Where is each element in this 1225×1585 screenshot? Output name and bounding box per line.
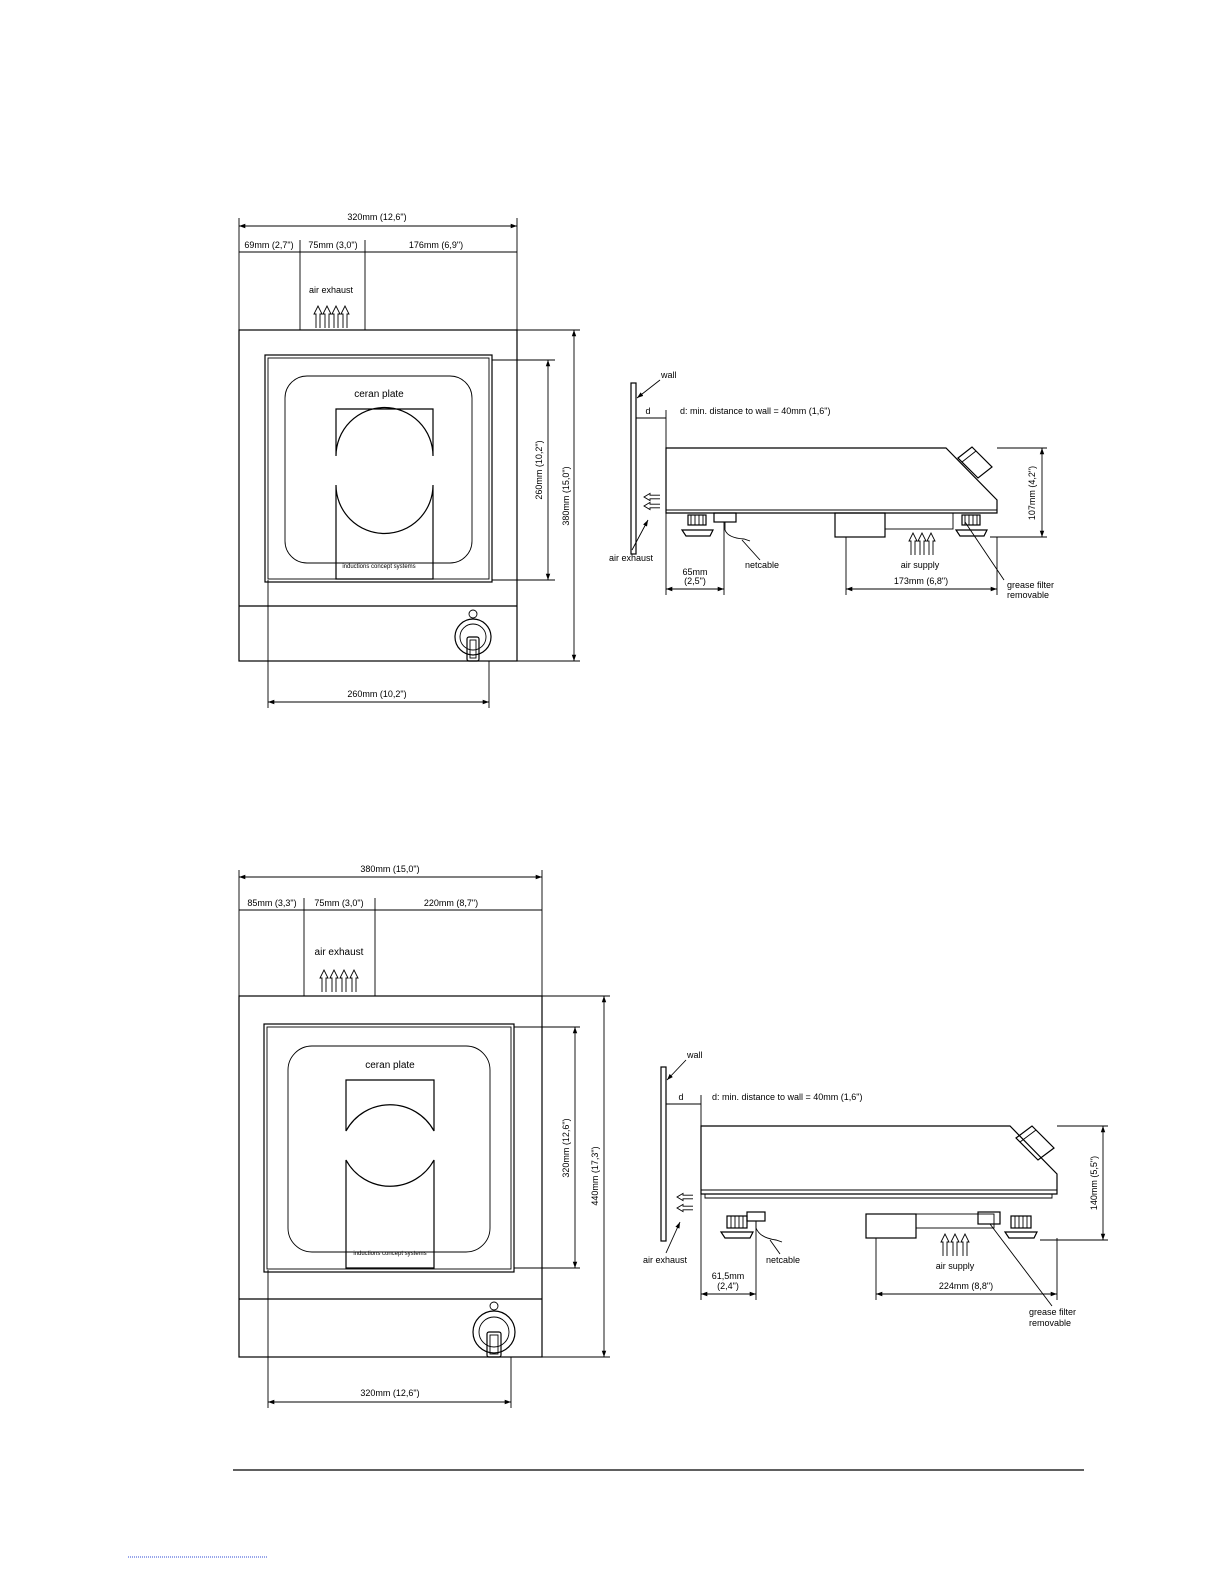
top-seg-mid: 75mm (3,0") xyxy=(308,240,357,250)
bottom-netcable-icon xyxy=(746,1211,783,1243)
bottom-front-view: 380mm (15,0") 85mm (3,3") 75mm (3,0") 22… xyxy=(238,864,610,1408)
top-air-exhaust-label: air exhaust xyxy=(309,285,354,295)
bottom-exhaust-arrows xyxy=(319,969,359,993)
bottom-seg-right: 220mm (8,7") xyxy=(424,898,478,908)
top-plate-graphic-lower xyxy=(335,484,434,580)
bottom-side-height: 140mm (5,5") xyxy=(1089,1156,1099,1210)
bottom-wall-label: wall xyxy=(686,1050,703,1060)
bottom-side-knob-icon xyxy=(1015,1125,1055,1161)
top-plate-graphic-upper xyxy=(335,406,434,457)
bottom-cooking-zone xyxy=(287,1045,491,1253)
top-side-exhaust-arrows xyxy=(643,492,661,511)
bottom-d-label: d xyxy=(678,1092,683,1102)
bottom-air-supply-arrows xyxy=(940,1233,970,1257)
bottom-seg-left: 85mm (3,3") xyxy=(247,898,296,908)
top-d-note: d: min. distance to wall = 40mm (1,6") xyxy=(680,406,831,416)
bottom-depth-total: 440mm (17,3") xyxy=(590,1146,600,1205)
top-seg-right: 176mm (6,9") xyxy=(409,240,463,250)
top-d-label: d xyxy=(645,406,650,416)
bottom-plate-width: 320mm (12,6") xyxy=(360,1388,419,1398)
top-foot-dist-mm: 65mm xyxy=(682,567,707,577)
top-exhaust-arrows xyxy=(313,305,350,329)
top-body-outline xyxy=(238,329,518,662)
bottom-seg-mid: 75mm (3,0") xyxy=(314,898,363,908)
top-foot-left-icon xyxy=(680,514,714,537)
bottom-foot-right-icon xyxy=(1003,1215,1038,1239)
top-side-height: 107mm (4,2") xyxy=(1027,466,1037,520)
top-plate-height: 260mm (10,2") xyxy=(534,440,544,499)
bottom-plate-graphic-upper xyxy=(345,1079,435,1132)
bottom-netcable-label: netcable xyxy=(766,1255,800,1265)
top-supply-dist: 173mm (6,8") xyxy=(894,576,948,586)
bottom-plate-brand: inductions concept systems xyxy=(353,1251,426,1257)
top-plate-brand: inductions concept systems xyxy=(342,564,415,570)
bottom-plate-graphic-lower xyxy=(345,1159,435,1269)
top-depth-total: 380mm (15,0") xyxy=(561,466,571,525)
bottom-filter-housing xyxy=(865,1213,917,1239)
top-foot-right-icon xyxy=(954,514,988,537)
bottom-grease-filter-1: grease filter xyxy=(1029,1307,1076,1317)
top-width-total: 320mm (12,6") xyxy=(347,212,406,222)
top-plate-width: 260mm (10,2") xyxy=(347,689,406,699)
top-wall-label: wall xyxy=(660,370,677,380)
top-wall xyxy=(630,382,637,555)
top-filter-housing xyxy=(834,512,886,538)
bottom-foot-dist-in: (2,4") xyxy=(717,1281,739,1291)
bottom-side-body xyxy=(700,1125,1058,1195)
bottom-width-total: 380mm (15,0") xyxy=(360,864,419,874)
bottom-knob-icon xyxy=(472,1301,516,1358)
bottom-air-exhaust-label: air exhaust xyxy=(315,947,364,958)
top-foot-dist-in: (2,5") xyxy=(684,576,706,586)
bottom-grease-filter-2: removable xyxy=(1029,1318,1071,1328)
top-ceran-plate-label: ceran plate xyxy=(354,389,404,400)
bottom-side-air-exhaust-label: air exhaust xyxy=(643,1255,688,1265)
bottom-side-view: wall d d: min. distance to wall = 40mm (… xyxy=(643,1050,1108,1328)
bottom-plate-height: 320mm (12,6") xyxy=(561,1118,571,1177)
bottom-foot-dist-mm: 61,5mm xyxy=(712,1271,745,1281)
bottom-air-supply-label: air supply xyxy=(936,1261,975,1271)
top-side-knob-icon xyxy=(957,446,993,479)
top-side-body xyxy=(665,447,998,514)
top-netcable-label: netcable xyxy=(745,560,779,570)
bottom-ceran-frame xyxy=(263,1023,515,1273)
top-grease-filter-1: grease filter xyxy=(1007,580,1054,590)
top-air-supply-arrows xyxy=(908,532,936,556)
top-side-view: wall d d: min. distance to wall = 40mm (… xyxy=(609,370,1054,600)
bottom-supply-dist: 224mm (8,8") xyxy=(939,1281,993,1291)
bottom-wall xyxy=(660,1066,667,1242)
bottom-d-note: d: min. distance to wall = 40mm (1,6") xyxy=(712,1092,863,1102)
top-front-view: 320mm (12,6") 69mm (2,7") 75mm (3,0") 17… xyxy=(238,212,580,708)
bottom-side-exhaust-arrows xyxy=(676,1192,694,1213)
top-air-supply-label: air supply xyxy=(901,560,940,570)
top-grease-filter-2: removable xyxy=(1007,590,1049,600)
bottom-foot-left-icon xyxy=(719,1215,754,1239)
bottom-ceran-plate-label: ceran plate xyxy=(365,1060,415,1071)
top-knob-icon xyxy=(454,609,492,662)
top-cooking-zone xyxy=(284,375,473,564)
bottom-body-outline xyxy=(238,995,543,1358)
top-netcable-icon xyxy=(713,512,751,542)
top-seg-left: 69mm (2,7") xyxy=(244,240,293,250)
top-ceran-frame xyxy=(264,354,493,583)
top-side-air-exhaust-label: air exhaust xyxy=(609,553,654,563)
